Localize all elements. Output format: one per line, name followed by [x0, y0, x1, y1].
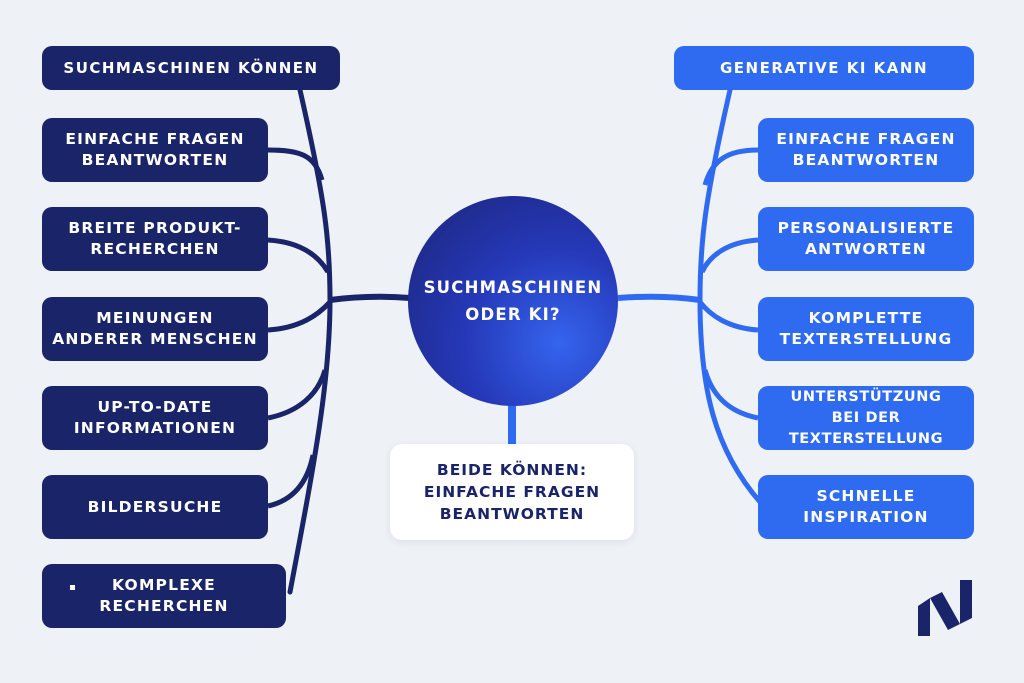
left-branch-3	[267, 300, 332, 333]
right-branch-4	[702, 369, 759, 421]
left-trunk-line	[287, 87, 333, 595]
brand-n-logo-icon	[918, 580, 972, 636]
left-item-1: EINFACHE FRAGEN BEANTWORTEN	[42, 118, 268, 182]
right-item-2: PERSONALISIERTE ANTWORTEN	[758, 207, 974, 271]
center-question-circle: SUCHMASCHINEN ODER KI?	[408, 196, 618, 406]
right-branch-1	[702, 147, 759, 186]
right-branch-2	[699, 237, 759, 274]
left-item-4: UP-TO-DATE INFORMATIONEN	[42, 386, 268, 450]
right-header: GENERATIVE KI KANN	[674, 46, 974, 90]
left-branch-1	[267, 147, 325, 181]
right-item-1: EINFACHE FRAGEN BEANTWORTEN	[758, 118, 974, 182]
center-to-both-line	[508, 404, 516, 446]
right-branch-3	[698, 300, 759, 333]
bullet-square-icon	[70, 585, 75, 590]
left-item-6: KOMPLEXE RECHERCHEN	[42, 564, 286, 628]
both-can-box: BEIDE KÖNNEN: EINFACHE FRAGEN BEANTWORTE…	[390, 444, 634, 540]
left-branch-4	[267, 369, 328, 421]
left-branch-2	[267, 237, 331, 274]
right-item-4: UNTERSTÜTZUNG BEI DER TEXTERSTELLUNG	[758, 386, 974, 450]
right-item-5: SCHNELLE INSPIRATION	[758, 475, 974, 539]
left-header: SUCHMASCHINEN KÖNNEN	[42, 46, 340, 90]
right-item-3: KOMPLETTE TEXTERSTELLUNG	[758, 297, 974, 361]
left-item-5: BILDERSUCHE	[42, 475, 268, 539]
left-to-center-line	[329, 293, 411, 303]
right-to-center-line	[617, 293, 701, 303]
left-item-3: MEINUNGEN ANDERER MENSCHEN	[42, 297, 268, 361]
left-item-2: BREITE PRODUKT- RECHERCHEN	[42, 207, 268, 271]
left-branch-5	[267, 454, 316, 509]
